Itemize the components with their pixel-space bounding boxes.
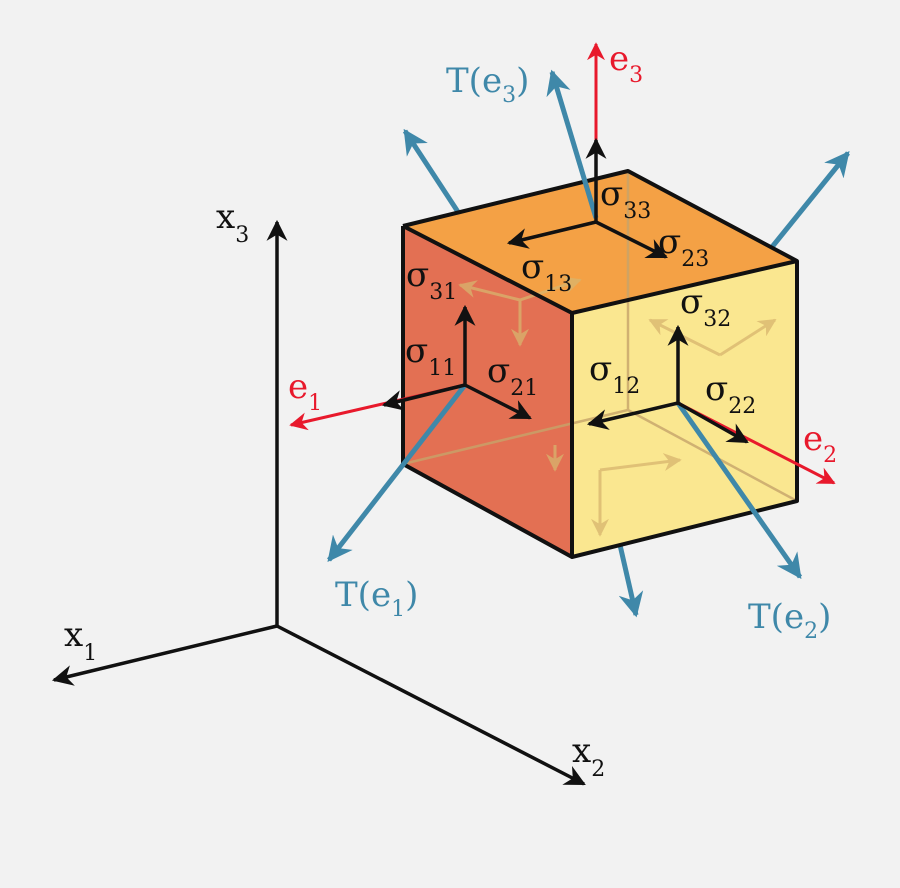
stress-s23-label: σ23 [658, 222, 709, 272]
traction-back-upright [770, 151, 850, 249]
stress-s32-label: σ32 [680, 282, 731, 332]
e2-label: e2 [803, 419, 837, 468]
x1-axis-line [51, 624, 278, 686]
traction-back-down [617, 544, 644, 618]
axis-labels: x3 x1 x2 [64, 197, 605, 782]
stress-s22-arrow [677, 401, 749, 444]
e1-label: e1 [288, 367, 322, 416]
traction-e1-arrow [327, 383, 467, 562]
traction-e3-arrow [546, 69, 599, 219]
traction-labels: T(e1) T(e2) T(e3) [335, 61, 831, 644]
stress-s11-arrow [381, 383, 466, 411]
basis-labels: e1 e2 e3 [288, 39, 837, 468]
traction-e2-arrow [675, 401, 803, 580]
x3-axis-label: x3 [216, 197, 249, 248]
stress-s22-label: σ22 [705, 369, 756, 419]
traction-e1-label: T(e1) [335, 575, 418, 622]
x2-axis-label: x2 [572, 731, 605, 782]
traction-back-upleft [402, 128, 463, 217]
stress-arrows [381, 137, 749, 444]
stress-labels: σ33 σ23 σ13 σ31 σ11 σ21 σ32 σ12 σ22 [405, 174, 756, 419]
cube-face-left [403, 226, 572, 557]
stress-s13-arrow [506, 220, 597, 249]
stress-s21-label: σ21 [487, 351, 538, 401]
traction-e3-label: T(e3) [446, 61, 529, 108]
stress-s12-arrow [586, 401, 679, 430]
cube-face-top [403, 171, 797, 313]
e3-label: e3 [609, 39, 643, 88]
x1-axis-label: x1 [64, 615, 97, 666]
traction-e2-label: T(e2) [748, 597, 831, 644]
ghost-stress-arrows [458, 276, 777, 537]
x2-axis-line [276, 624, 586, 786]
coordinate-axes [51, 219, 586, 786]
stress-s11-label: σ11 [405, 331, 456, 381]
stress-s33-label: σ33 [600, 174, 651, 224]
stress-s31-label: σ31 [406, 255, 457, 305]
traction-back [402, 128, 850, 618]
traction-front [327, 69, 803, 580]
stress-s21-arrow [464, 383, 532, 420]
stress-s13-label: σ13 [521, 247, 572, 297]
stress-s12-label: σ12 [589, 349, 640, 399]
stress-s23-arrow [595, 220, 668, 259]
